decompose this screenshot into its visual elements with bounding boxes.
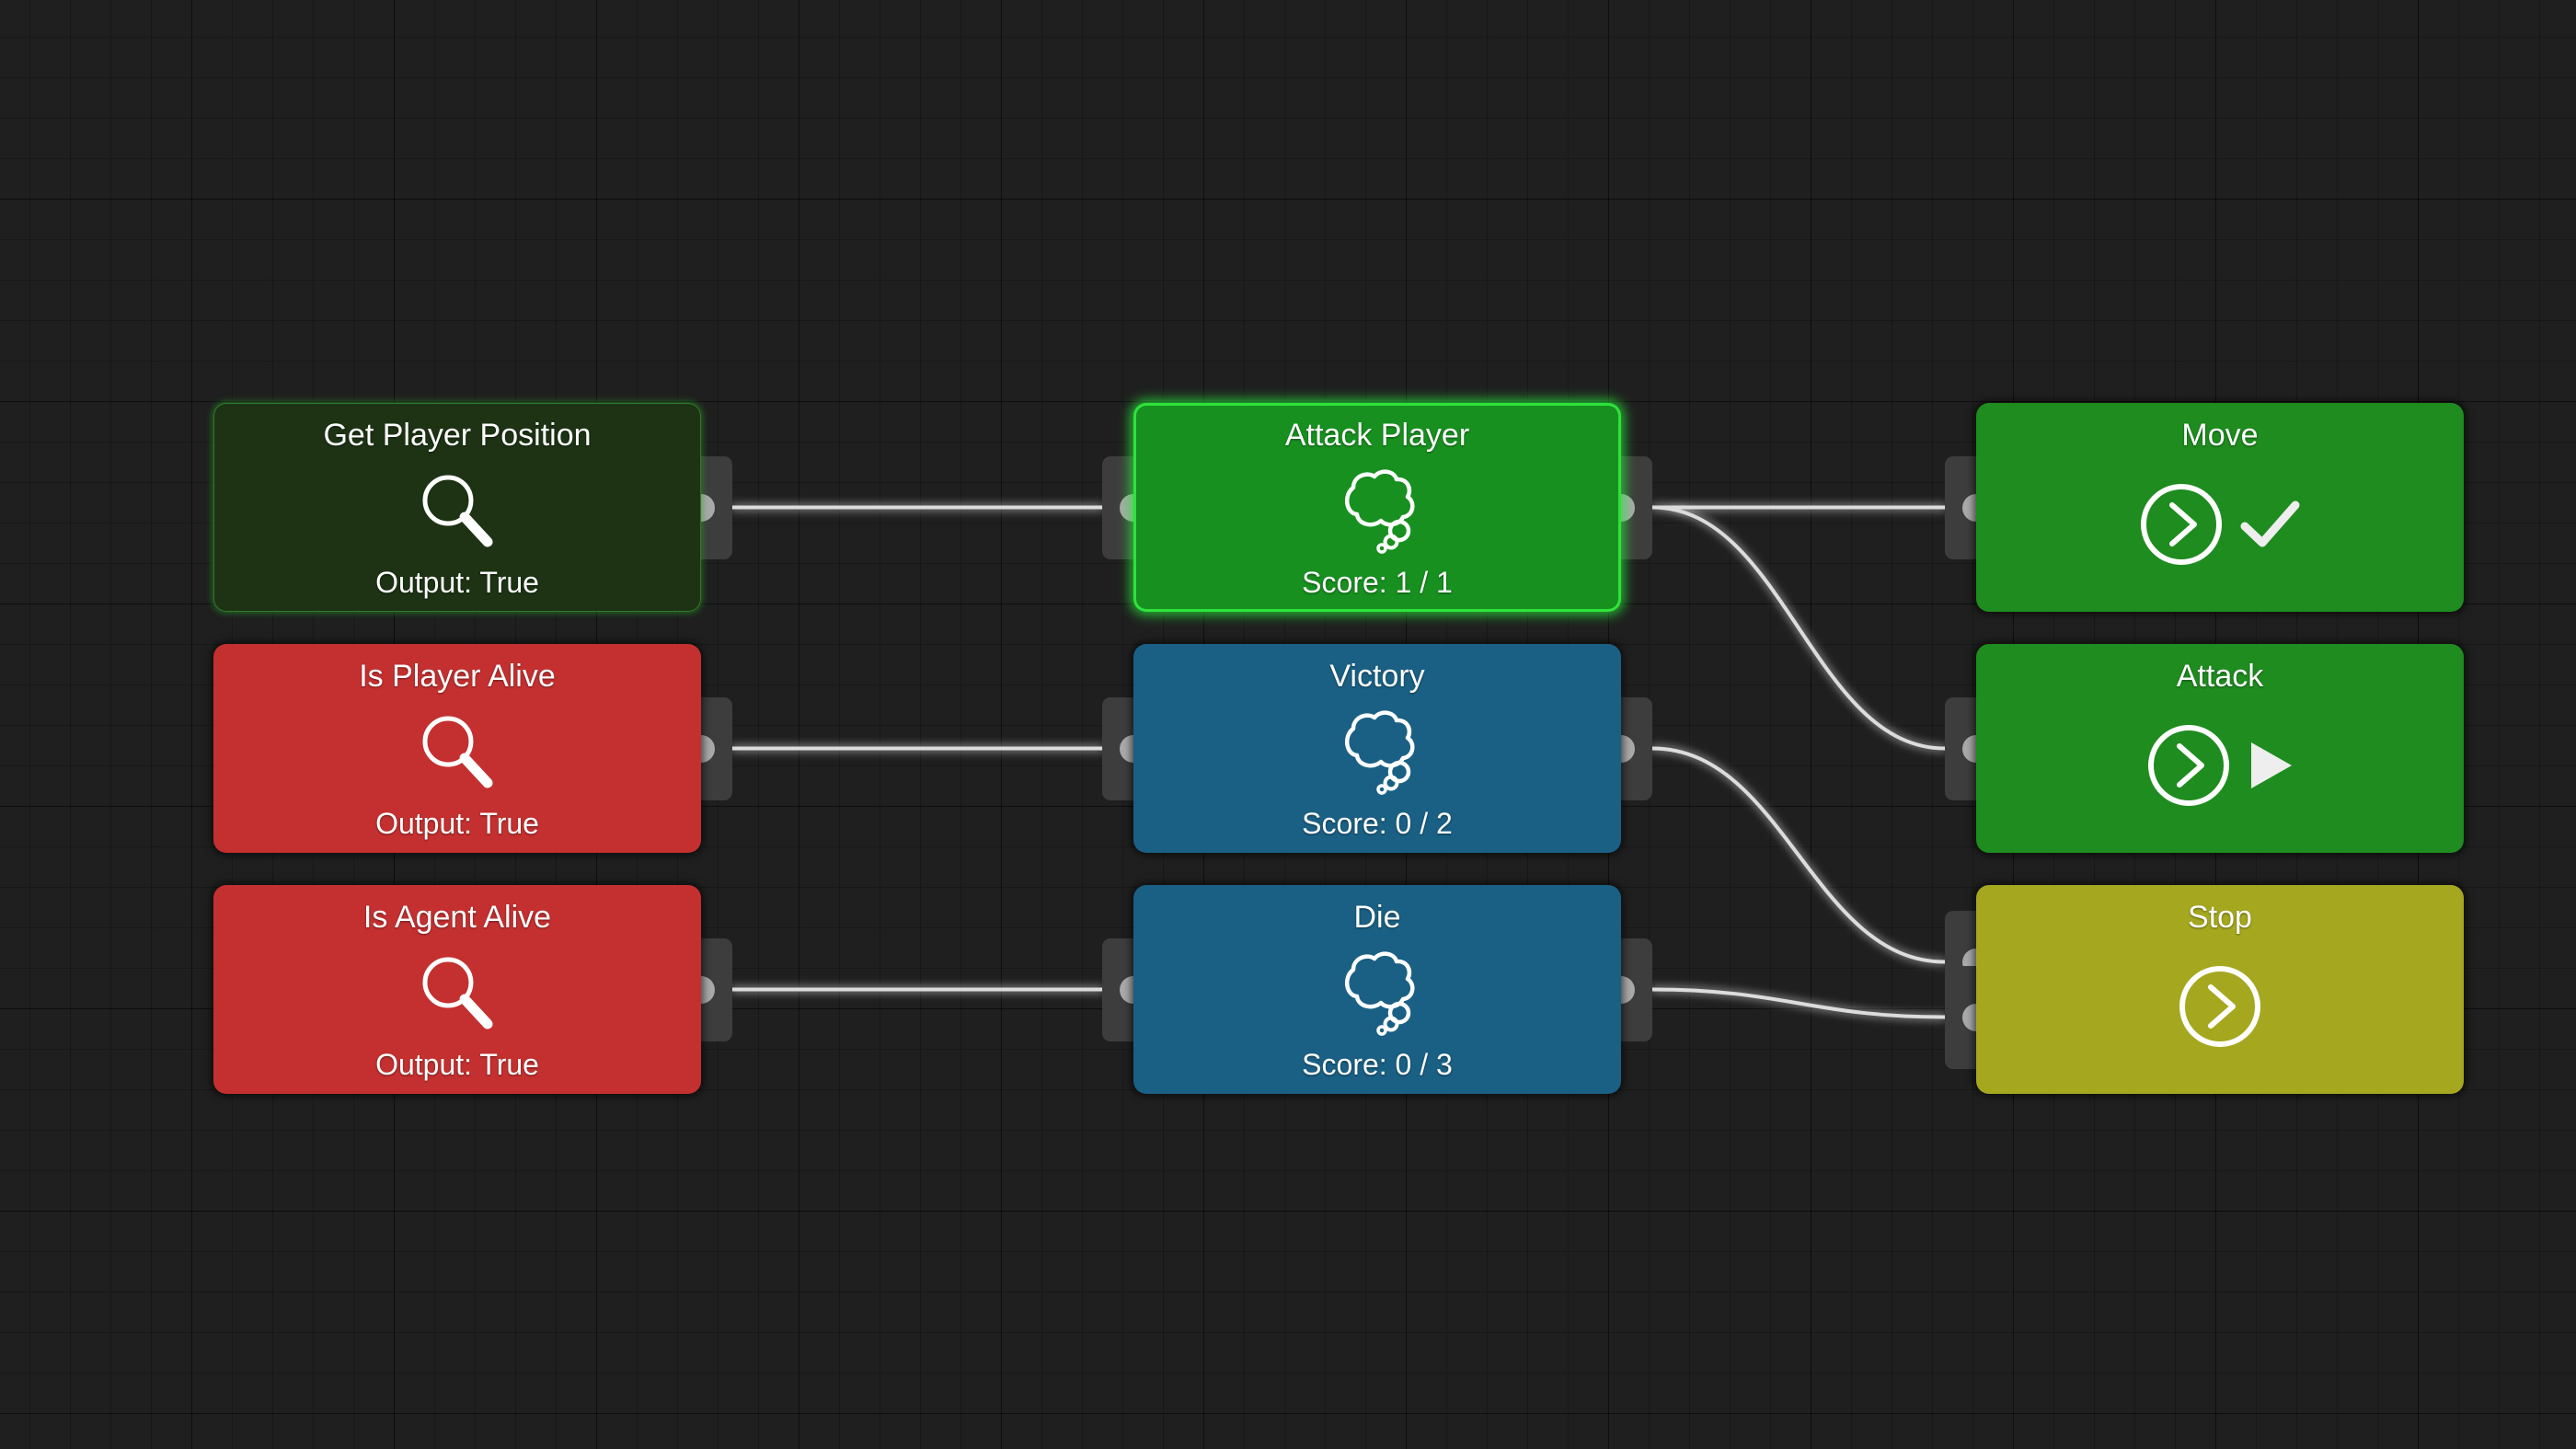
node-status: Output: True <box>375 807 539 840</box>
node-status: Score: 0 / 3 <box>1302 1048 1453 1081</box>
input-port-attack-0[interactable] <box>1945 696 1990 800</box>
node-stop[interactable]: Stop <box>1976 885 2464 1094</box>
circled-chevron-right-icon <box>2137 480 2225 569</box>
node-title: Die <box>1353 900 1401 935</box>
node-attack[interactable]: Attack <box>1976 644 2464 853</box>
input-port-die-0[interactable] <box>1102 937 1147 1041</box>
check-icon <box>2238 496 2303 553</box>
output-port-get-player-position-0[interactable] <box>687 455 732 559</box>
node-icon-row <box>1976 933 2464 1079</box>
node-is-agent-alive[interactable]: Is Agent Alive Output: True <box>213 885 701 1094</box>
node-icon-row <box>1133 933 1621 1050</box>
node-status: Output: True <box>375 566 539 599</box>
magnifier-icon <box>418 711 497 790</box>
node-title: Is Player Alive <box>359 659 556 694</box>
input-port-move-0[interactable] <box>1945 455 1990 559</box>
output-port-is-agent-alive-0[interactable] <box>687 937 732 1041</box>
node-get-player-position[interactable]: Get Player Position Output: True <box>213 403 701 612</box>
input-port-attack-player-0[interactable] <box>1102 455 1147 559</box>
thought-bubble-icon <box>1331 467 1423 554</box>
circled-chevron-right-icon <box>2145 721 2233 810</box>
node-icon-row <box>1133 451 1621 568</box>
node-status: Score: 1 / 1 <box>1302 566 1453 599</box>
node-status: Score: 0 / 2 <box>1302 807 1453 840</box>
play-triangle-icon <box>2246 737 2295 794</box>
thought-bubble-icon <box>1331 708 1423 795</box>
node-icon-row <box>1976 451 2464 597</box>
node-victory[interactable]: Victory Score: 0 / 2 <box>1133 644 1621 853</box>
node-title: Victory <box>1329 659 1425 694</box>
node-title: Is Agent Alive <box>362 900 552 935</box>
node-title: Get Player Position <box>323 418 592 453</box>
node-move[interactable]: Move <box>1976 403 2464 612</box>
output-port-attack-player-0[interactable] <box>1607 455 1652 559</box>
magnifier-icon <box>418 952 497 1031</box>
node-die[interactable]: Die Score: 0 / 3 <box>1133 885 1621 1094</box>
node-icon-row <box>1133 692 1621 809</box>
input-port-victory-0[interactable] <box>1102 696 1147 800</box>
node-status: Output: True <box>375 1048 539 1081</box>
magnifier-icon <box>418 470 497 549</box>
node-title: Attack Player <box>1284 418 1470 453</box>
node-icon-row <box>213 933 701 1050</box>
node-icon-row <box>213 451 701 568</box>
thought-bubble-icon <box>1331 949 1423 1036</box>
output-port-is-player-alive-0[interactable] <box>687 696 732 800</box>
input-port-stop-1[interactable] <box>1945 965 1990 1069</box>
node-attack-player[interactable]: Attack Player Score: 1 / 1 <box>1133 403 1621 612</box>
node-is-player-alive[interactable]: Is Player Alive Output: True <box>213 644 701 853</box>
node-icon-row <box>213 692 701 809</box>
node-title: Attack <box>2176 659 2264 694</box>
circled-chevron-right-icon <box>2176 962 2264 1051</box>
node-icon-row <box>1976 692 2464 838</box>
node-title: Move <box>2181 418 2259 453</box>
output-port-die-0[interactable] <box>1607 937 1652 1041</box>
output-port-victory-0[interactable] <box>1607 696 1652 800</box>
node-title: Stop <box>2188 900 2252 935</box>
